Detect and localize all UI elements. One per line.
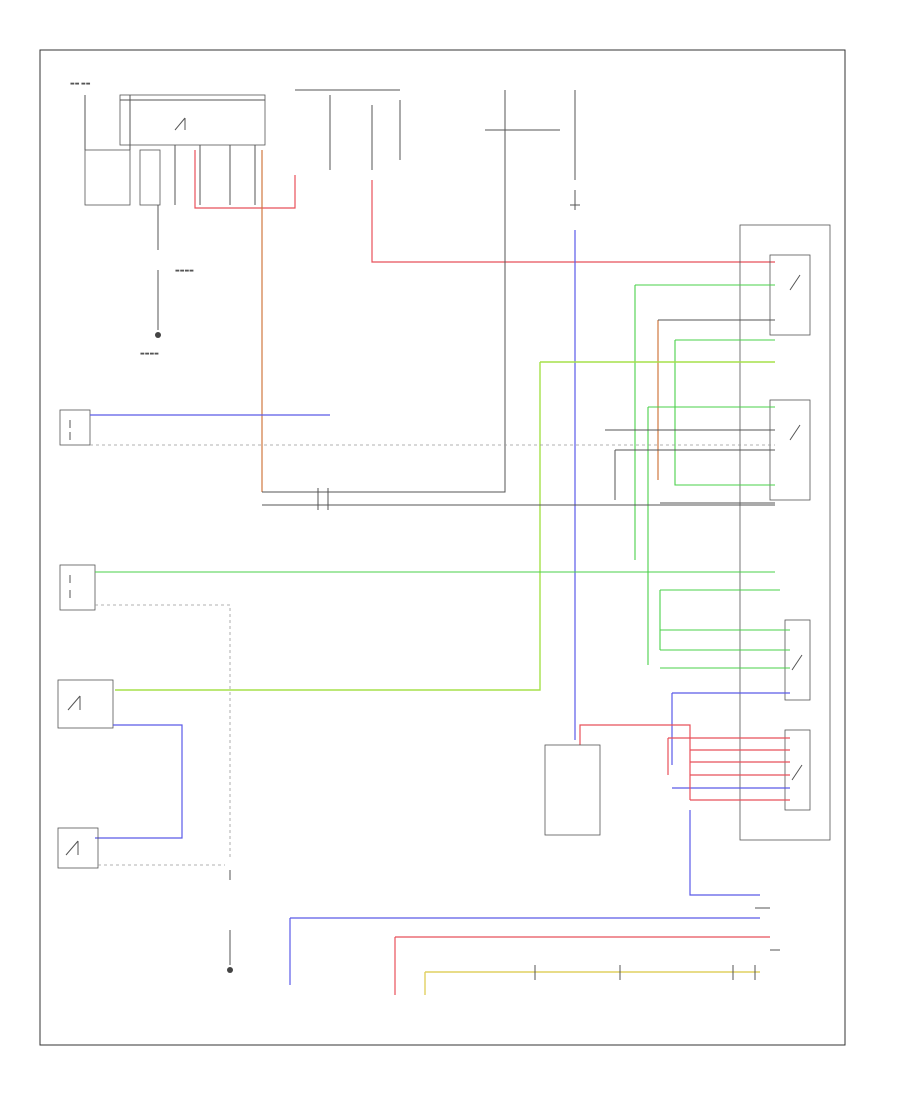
left-switch-4	[57, 827, 233, 973]
right-relay-modules	[739, 224, 831, 841]
svg-text:▬▬▬▬: ▬▬▬▬	[175, 268, 194, 274]
top-middle-fuses	[295, 89, 775, 740]
center-connector	[261, 95, 775, 510]
svg-text:▬▬▬▬: ▬▬▬▬	[140, 351, 159, 357]
top-left-relay-block: ▬▬ ▬▬ ▬▬▬▬ ▬▬▬▬	[70, 81, 296, 357]
center-module	[544, 744, 601, 836]
left-switch-1	[59, 409, 775, 446]
left-switch-3	[57, 679, 183, 839]
svg-text:▬▬ ▬▬: ▬▬ ▬▬	[70, 81, 91, 87]
diagram-frame	[39, 49, 846, 1046]
left-switch-2	[59, 564, 775, 860]
